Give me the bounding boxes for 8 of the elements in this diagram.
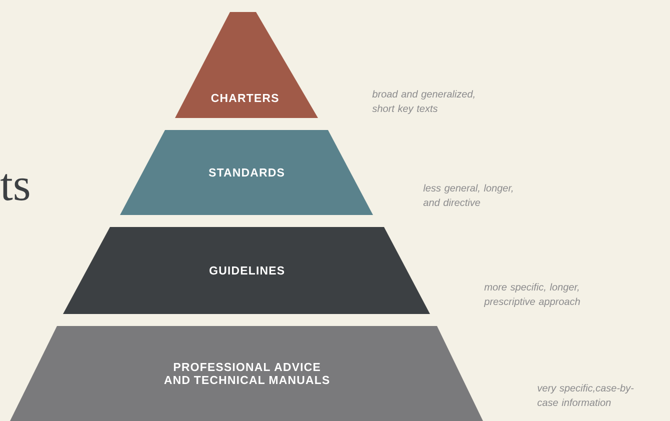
title-fragment: ts <box>0 174 30 200</box>
tier-description: broad and generalized, short key texts <box>372 90 474 114</box>
tier-description: more specific, longer, prescriptive approach <box>484 283 580 308</box>
tier-description: very specific,case-by-case information <box>538 384 634 406</box>
tier-description: less general, longer, and directive <box>423 184 513 206</box>
pyramid-tier: CHARTERS <box>175 12 318 118</box>
pyramid-tier: GUIDELINES <box>63 227 430 314</box>
pyramid-tier: STANDARDS <box>120 130 373 215</box>
